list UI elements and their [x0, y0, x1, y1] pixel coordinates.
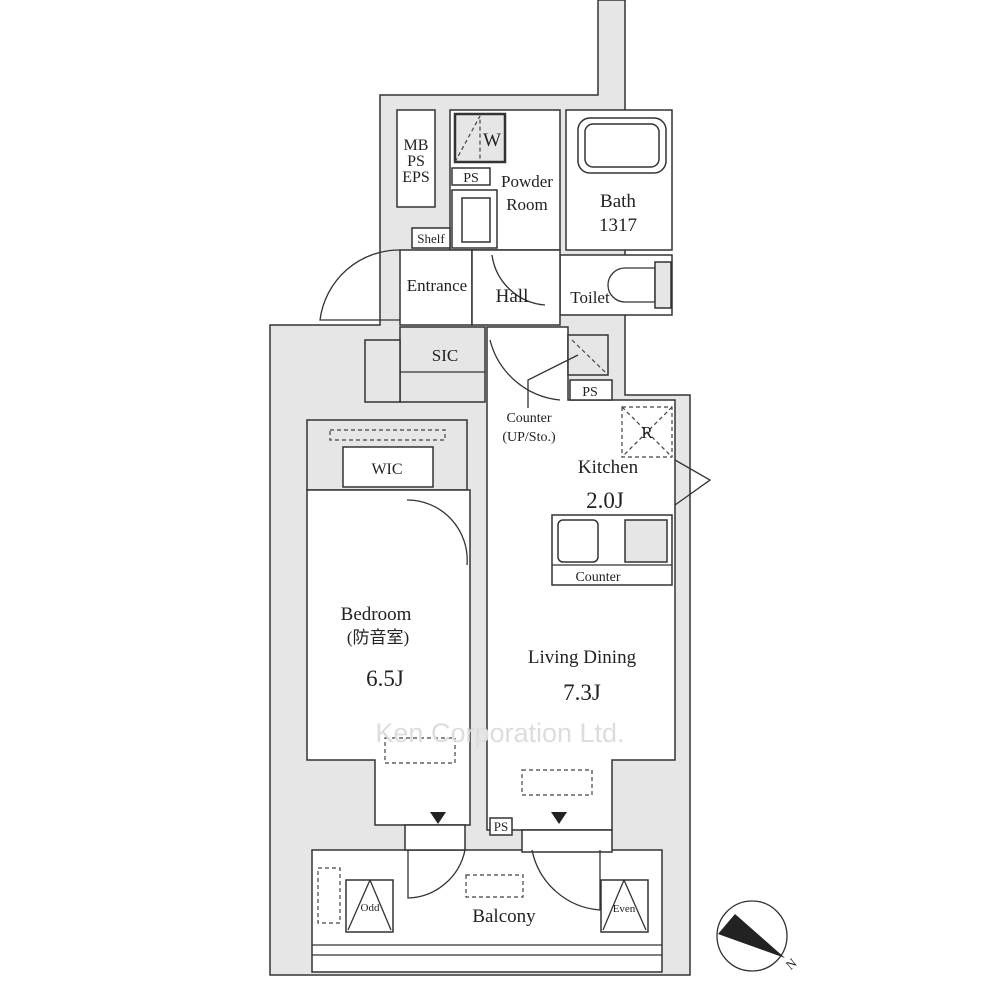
balcony-door-swing-2 [531, 849, 601, 911]
ps-shaft-bottom [489, 817, 513, 836]
powder-door-swing [491, 254, 546, 306]
kitchen-size-label: 2.0J [586, 488, 624, 513]
odd-label: Odd [361, 902, 380, 914]
wic-label: WIC [371, 461, 402, 478]
evacuation-hatch-even [600, 879, 649, 933]
toilet-tank [654, 261, 672, 309]
ps-bottom-label: PS [494, 819, 508, 834]
bedroom-door-swing [406, 499, 468, 566]
washer-label: W [483, 130, 501, 151]
north-compass: N [716, 900, 800, 973]
ps-shaft-top [451, 167, 491, 186]
ps-top-label: PS [463, 171, 479, 186]
kitchen-sink [557, 519, 599, 563]
fridge-dashes [621, 406, 673, 458]
evacuation-hatch-odd [345, 879, 394, 933]
shelf-label: Shelf [417, 231, 445, 246]
fridge-space [621, 406, 673, 458]
bath-size-label: 1317 [599, 215, 637, 236]
balcony-label: Balcony [472, 906, 536, 927]
wic-rail [329, 429, 446, 441]
living-size-label: 7.3J [563, 680, 601, 705]
compass-north-label: N [783, 955, 800, 973]
entrance-label: Entrance [407, 276, 467, 295]
counter-note-label: (UP/Sto.) [502, 430, 556, 445]
hall-door-swing [489, 339, 561, 401]
watermark: Ken Corporation Ltd. [375, 718, 624, 748]
entry-arrow-bedroom [430, 812, 446, 824]
mb-ps-eps-closet [396, 109, 436, 208]
stove [624, 519, 668, 563]
kitchen-counter-label: Counter [575, 570, 620, 585]
bedroom-note-label: (防音室) [347, 628, 409, 647]
bathtub-inner [584, 123, 660, 168]
sink-basin [461, 197, 491, 243]
powder-room-label-2: Room [506, 195, 548, 214]
kitchen-label: Kitchen [578, 457, 639, 478]
bedroom-balcony-door [404, 824, 466, 851]
bedroom-size-label: 6.5J [366, 666, 404, 691]
compass-needle-icon [718, 914, 785, 958]
counter-label: Counter [506, 411, 551, 426]
living-dining-label: Living Dining [528, 647, 637, 668]
eps-label: EPS [402, 169, 430, 186]
ps-shaft-kitchen [569, 379, 613, 401]
shelf [411, 227, 451, 249]
bedroom [306, 489, 471, 826]
powder-room-label: Powder [501, 172, 553, 191]
fridge-label: R [641, 423, 653, 442]
balcony-ac-unit [465, 874, 524, 898]
washer-dashes [454, 115, 481, 163]
bedroom-label: Bedroom [341, 604, 412, 625]
entry-arrow-living [551, 812, 567, 824]
mb-label: MB [404, 137, 429, 154]
counter-dashes [571, 339, 606, 373]
sic-label: SIC [432, 346, 458, 365]
living-ac [521, 769, 593, 796]
toilet-bowl [607, 267, 656, 303]
wic-inner [342, 446, 434, 488]
sic-closet [399, 326, 486, 403]
bath-label: Bath [600, 191, 636, 212]
hatch-odd-lines [347, 879, 392, 931]
ps-kitchen-label: PS [582, 385, 598, 400]
counter-leader [527, 354, 579, 408]
bedroom-ac [384, 737, 456, 764]
hatch-even-lines [602, 879, 647, 931]
compass-circle [716, 900, 788, 972]
kitchen-window [674, 459, 712, 506]
balcony-storage-dashes [317, 867, 341, 924]
front-door-swing [319, 249, 401, 321]
ps-label: PS [407, 153, 425, 170]
hall-label: Hall [496, 286, 529, 307]
hall [471, 249, 561, 326]
living-balcony-door [521, 829, 613, 853]
toilet-label: Toilet [570, 288, 610, 307]
entrance [399, 249, 473, 326]
toilet-room [559, 254, 673, 316]
even-label: Even [613, 903, 636, 915]
balcony-door-swing-1 [407, 849, 466, 899]
sic-shelf [364, 339, 401, 403]
